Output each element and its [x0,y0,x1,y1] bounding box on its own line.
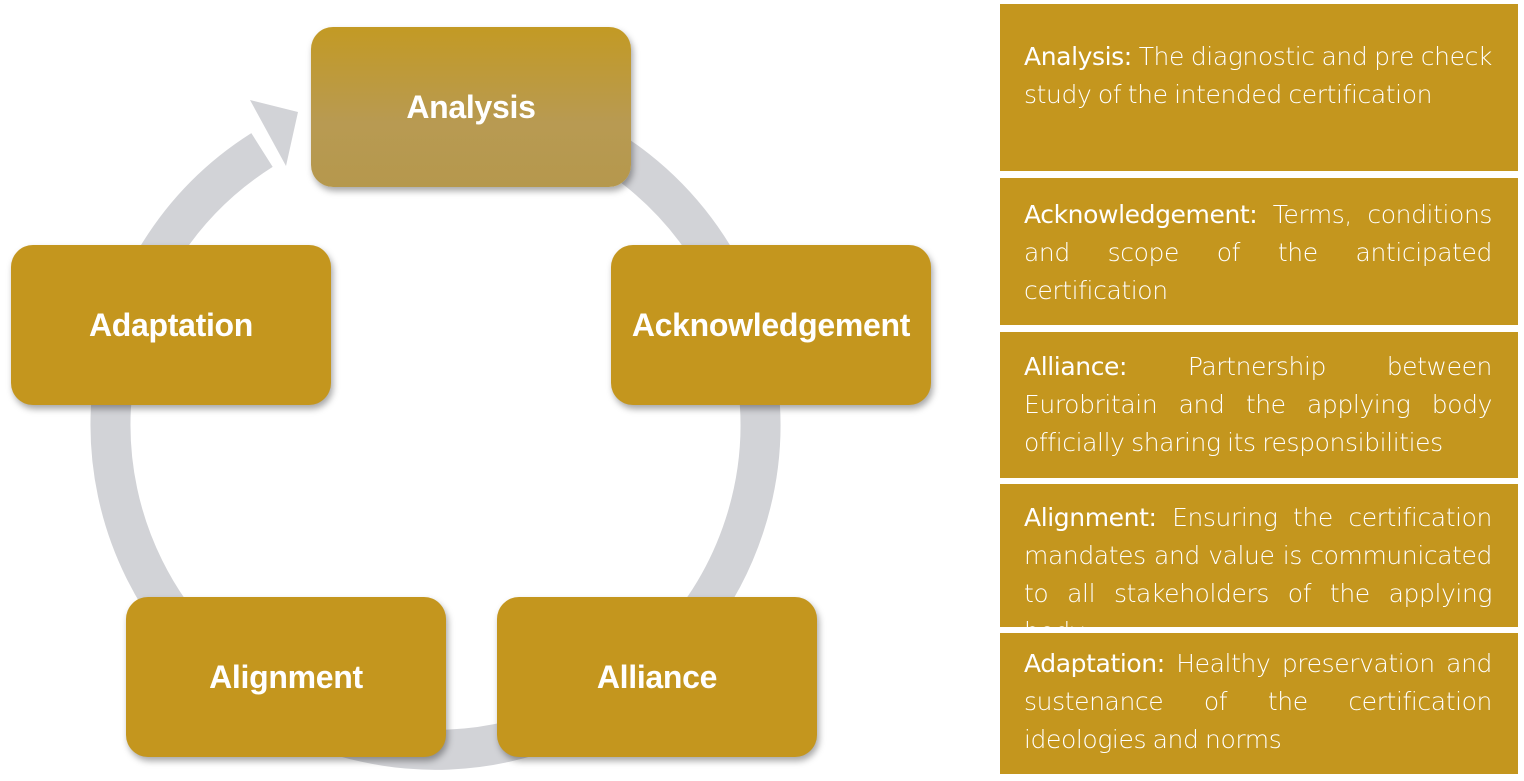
definition-term: Acknowledgement: [1024,200,1258,229]
cycle-node-adaptation: Adaptation [11,245,331,405]
cycle-node-alliance: Alliance [497,597,817,757]
definition-text: Healthy preservation and sustenance of t… [1024,649,1492,754]
cycle-node-analysis: Analysis [311,27,631,187]
definition-term: Adaptation: [1024,649,1165,678]
definition-text: Ensuring the certification mandates and … [1024,503,1492,646]
definition-panel-alignment: Alignment: Ensuring the certification ma… [1000,484,1518,646]
definition-text: Partnership between Eurobritain and the … [1024,352,1493,457]
definition-panel-adaptation: Adaptation: Healthy preservation and sus… [1000,633,1518,774]
definition-term: Analysis: [1024,42,1132,71]
definition-term: Alignment: [1024,503,1157,532]
definition-text: The diagnostic and pre check study of th… [1024,42,1492,109]
definition-term: Alliance: [1024,352,1128,381]
cycle-node-alignment: Alignment [126,597,446,757]
definition-panel-analysis: Analysis: The diagnostic and pre check s… [1000,4,1518,171]
definition-text: Terms, conditions and scope of the antic… [1024,200,1493,305]
cycle-node-acknowledgement: Acknowledgement [611,245,931,405]
definition-panel-acknowledgement: Acknowledgement: Terms, conditions and s… [1000,178,1518,325]
cycle-arrow-head-icon [250,100,298,166]
definition-panel-alliance: Alliance: Partnership between Eurobritai… [1000,332,1518,478]
